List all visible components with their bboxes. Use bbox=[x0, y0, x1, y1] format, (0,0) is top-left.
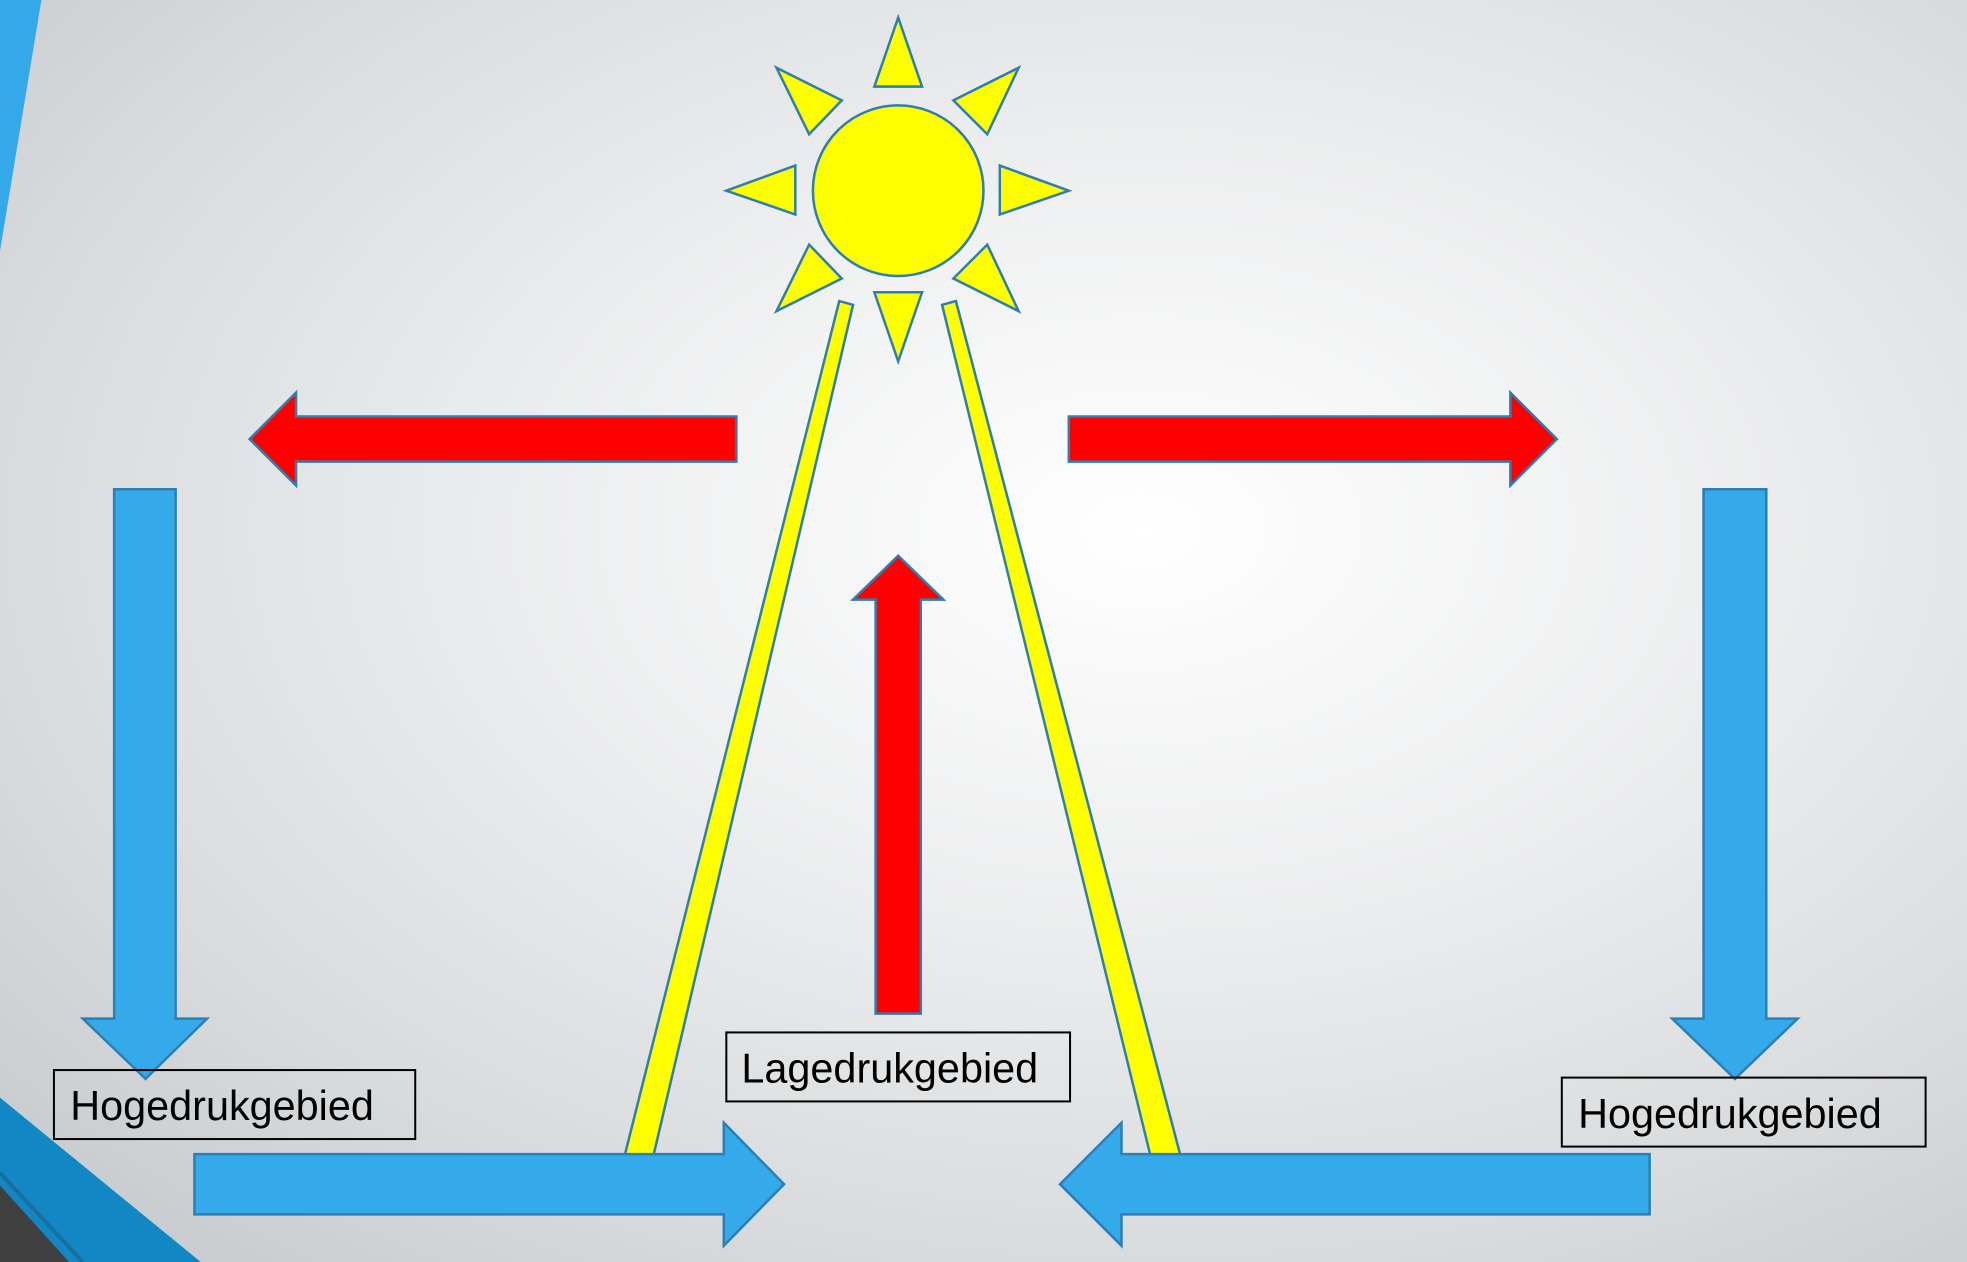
label-high-pressure-left: Hogedrukgebied bbox=[52, 1069, 417, 1141]
label-low-pressure-center: Lagedrukgebied bbox=[725, 1031, 1072, 1103]
cool-air-arrow-down-right bbox=[1669, 487, 1801, 1081]
label-text: Hogedrukgebied bbox=[1578, 1091, 1882, 1137]
corner-line bbox=[0, 1171, 85, 1262]
cool-air-arrow-right bbox=[193, 1119, 786, 1249]
warm-air-arrow-up bbox=[849, 553, 947, 1015]
warm-air-arrow-right bbox=[1067, 389, 1559, 489]
cool-air-arrow-left bbox=[1058, 1119, 1651, 1249]
cool-air-arrow-down-left bbox=[79, 487, 211, 1081]
label-high-pressure-right: Hogedrukgebied bbox=[1560, 1076, 1927, 1148]
sun-icon bbox=[722, 13, 1073, 366]
warm-air-arrow-left bbox=[247, 389, 738, 489]
label-text: Hogedrukgebied bbox=[70, 1083, 374, 1129]
label-text: Lagedrukgebied bbox=[741, 1046, 1038, 1092]
corner-band-bottom-left bbox=[0, 1097, 201, 1262]
corner-stripe-top-left bbox=[0, 0, 42, 251]
